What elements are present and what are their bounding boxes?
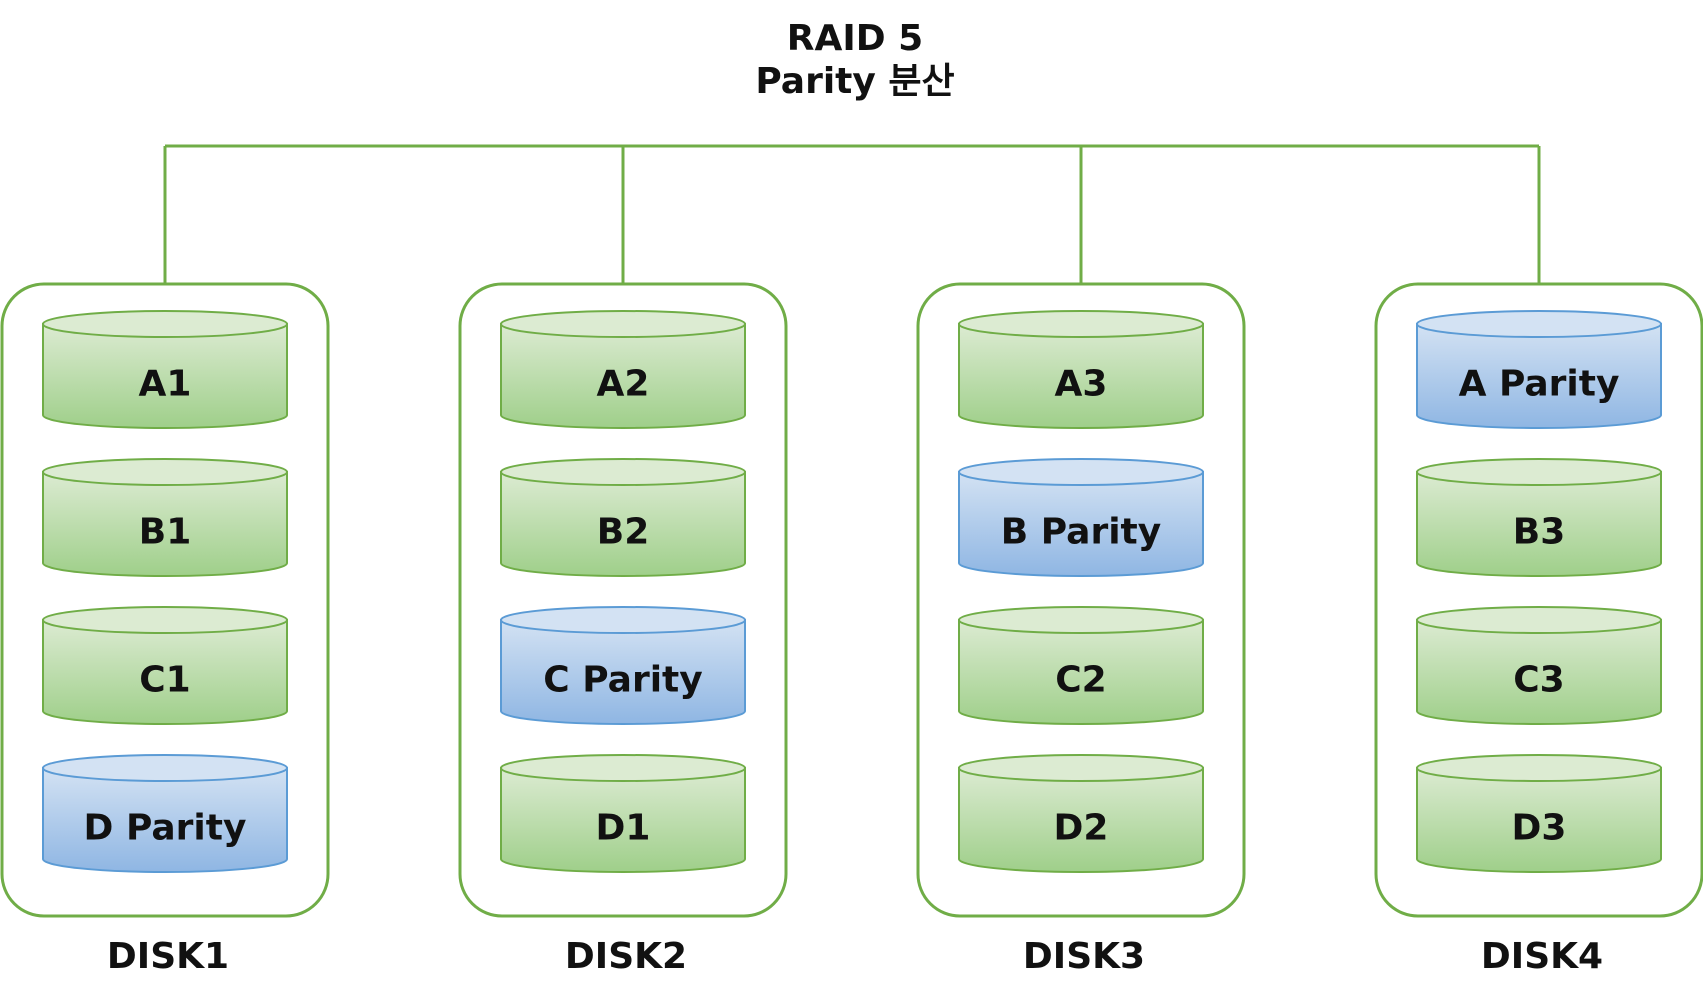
cylinder-body (958, 767, 1204, 873)
title-line1: RAID 5 (787, 18, 923, 59)
cylinder-body (42, 619, 288, 725)
data-block-d1: D1 (500, 754, 746, 873)
data-block-c2: C2 (958, 606, 1204, 725)
block-label: B Parity (1001, 512, 1161, 553)
disk-label: DISK1 (107, 936, 229, 977)
data-block-a3: A3 (958, 310, 1204, 429)
block-label: D2 (1054, 808, 1109, 849)
cylinder-top (500, 754, 746, 782)
cylinder-body (500, 471, 746, 577)
data-block-c1: C1 (42, 606, 288, 725)
cylinder-top (958, 458, 1204, 486)
connector-bus (163, 144, 1541, 284)
cylinder-body (1416, 471, 1662, 577)
cylinder-body (500, 767, 746, 873)
cylinder-body (500, 619, 746, 725)
cylinder-top (500, 310, 746, 338)
parity-block-c-parity: C Parity (500, 606, 746, 725)
cylinder-top (1416, 606, 1662, 634)
title-line2: Parity 분산 (755, 61, 954, 102)
cylinder-body (42, 767, 288, 873)
cylinder-top (42, 310, 288, 338)
cylinder-top (500, 606, 746, 634)
block-label: A Parity (1459, 364, 1620, 405)
cylinder-top (500, 458, 746, 486)
block-label: B2 (597, 512, 650, 553)
cylinder-top (42, 458, 288, 486)
cylinder-body (958, 323, 1204, 429)
block-label: A3 (1055, 364, 1108, 405)
block-label: C1 (139, 660, 190, 701)
data-block-b1: B1 (42, 458, 288, 577)
data-block-d2: D2 (958, 754, 1204, 873)
cylinder-top (1416, 310, 1662, 338)
parity-block-d-parity: D Parity (42, 754, 288, 873)
block-label: D Parity (84, 808, 247, 849)
block-label: D3 (1512, 808, 1567, 849)
cylinder-body (42, 471, 288, 577)
data-block-c3: C3 (1416, 606, 1662, 725)
cylinder-body (500, 323, 746, 429)
cylinder-top (42, 754, 288, 782)
cylinder-top (958, 754, 1204, 782)
cylinder-body (958, 619, 1204, 725)
cylinder-top (42, 606, 288, 634)
parity-block-b-parity: B Parity (958, 458, 1204, 577)
cylinder-body (1416, 323, 1662, 429)
block-label: B3 (1513, 512, 1566, 553)
data-block-b2: B2 (500, 458, 746, 577)
data-block-a2: A2 (500, 310, 746, 429)
block-label: A1 (139, 364, 192, 405)
cylinder-body (958, 471, 1204, 577)
cylinder-top (958, 606, 1204, 634)
data-block-d3: D3 (1416, 754, 1662, 873)
data-block-a1: A1 (42, 310, 288, 429)
block-label: B1 (139, 512, 192, 553)
parity-block-a-parity: A Parity (1416, 310, 1662, 429)
cylinder-body (1416, 767, 1662, 873)
block-label: C Parity (543, 660, 702, 701)
block-label: C3 (1513, 660, 1564, 701)
disk-label: DISK4 (1481, 936, 1603, 977)
block-label: C2 (1055, 660, 1106, 701)
cylinder-top (1416, 754, 1662, 782)
cylinder-top (1416, 458, 1662, 486)
cylinder-body (42, 323, 288, 429)
block-label: D1 (596, 808, 651, 849)
disk-label: DISK3 (1023, 936, 1145, 977)
block-label: A2 (597, 364, 650, 405)
cylinder-top (958, 310, 1204, 338)
disk-label: DISK2 (565, 936, 687, 977)
data-block-b3: B3 (1416, 458, 1662, 577)
cylinder-body (1416, 619, 1662, 725)
